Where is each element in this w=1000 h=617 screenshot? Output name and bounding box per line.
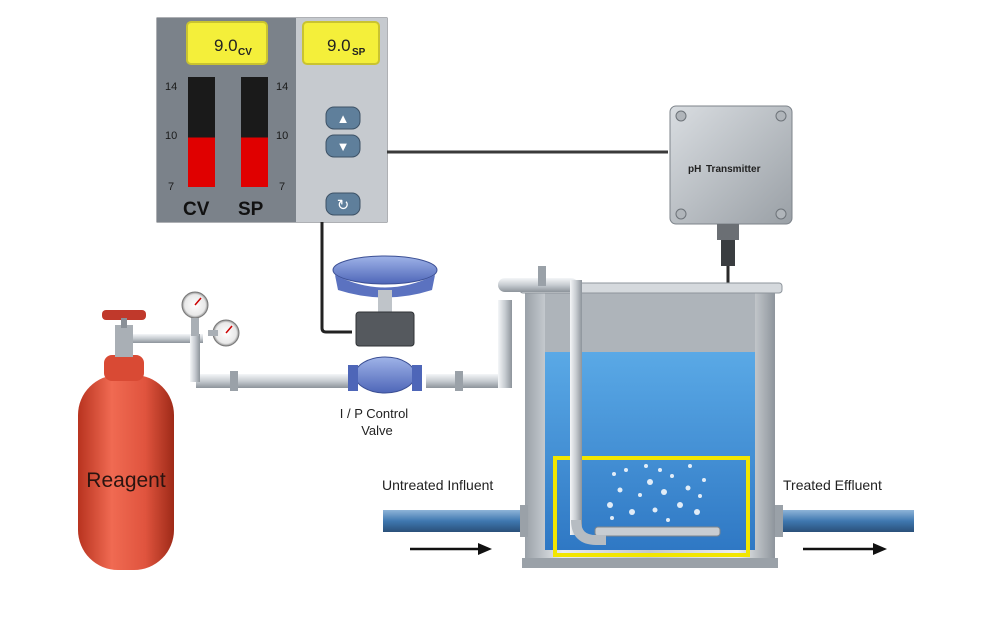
cv-bar-fill <box>188 137 215 187</box>
highlight-box <box>553 456 750 557</box>
pipe-segment <box>196 374 354 388</box>
down-button[interactable]: ▼ <box>325 134 361 158</box>
sp-bar-fill <box>241 137 268 187</box>
influent-flange <box>520 505 528 537</box>
control-valve[interactable] <box>332 255 438 394</box>
screw-icon <box>775 110 787 122</box>
reagent-pipe <box>196 266 606 545</box>
tank-base <box>522 558 778 568</box>
up-arrow-icon: ▲ <box>337 111 350 126</box>
scale-right-mid: 10 <box>276 130 288 142</box>
handwheel-icon <box>102 310 146 320</box>
reagent-cylinder: Reagent <box>78 291 240 570</box>
valve-flange-right <box>412 365 422 391</box>
sp-display-value: 9.0 <box>327 36 351 55</box>
cv-display-value: 9.0 <box>214 36 238 55</box>
regulator-pipe <box>133 334 203 343</box>
pipe-flange <box>230 371 238 391</box>
valve-actuator-diaphragm <box>335 275 435 298</box>
transmitter-connector <box>721 240 735 266</box>
diffuser-bar <box>594 526 721 537</box>
cv-display-sub: CV <box>238 47 252 58</box>
influent-arrow-icon <box>410 543 492 555</box>
cv-bar-label: CV <box>183 199 210 220</box>
sp-display <box>302 21 380 65</box>
up-button[interactable]: ▲ <box>325 106 361 130</box>
transmitter-label-ph: pH <box>688 164 701 175</box>
cylinder-body <box>78 375 174 570</box>
regulator-riser <box>190 334 200 382</box>
effluent-pipe <box>775 505 914 537</box>
sp-display-sub: SP <box>352 47 366 58</box>
cv-display <box>186 21 268 65</box>
down-arrow-icon: ▼ <box>337 139 350 154</box>
sp-bar-label: SP <box>238 199 264 220</box>
scale-left-mid: 10 <box>165 130 177 142</box>
transmitter-gland <box>717 224 739 240</box>
screw-icon <box>775 208 787 220</box>
scale-left-top: 14 <box>165 81 177 93</box>
cylinder-label: Reagent <box>86 469 166 492</box>
influent-label: Untreated Influent <box>382 477 493 493</box>
bubbles <box>607 464 706 522</box>
transmitter-label: Transmitter <box>706 164 761 175</box>
screw-icon <box>675 208 687 220</box>
valve-body <box>354 356 416 394</box>
scale-right-top: 14 <box>276 81 288 93</box>
cylinder-shoulder <box>104 355 144 381</box>
valve-signal-cable <box>320 222 352 334</box>
refresh-icon: ↻ <box>337 197 350 214</box>
refresh-button[interactable]: ↻ <box>325 192 361 216</box>
pipe-flange <box>538 266 546 286</box>
pipe-flange <box>455 371 463 391</box>
screw-icon <box>675 110 687 122</box>
effluent-pipe-body <box>778 510 914 532</box>
scale-left-bottom: 7 <box>168 181 174 193</box>
influent-pipe <box>383 505 528 537</box>
valve-flange-left <box>348 365 358 391</box>
handwheel-stem <box>121 318 127 328</box>
effluent-label: Treated Effluent <box>783 477 882 493</box>
ph-transmitter: pH Transmitter <box>669 105 793 500</box>
valve-label-line1: I / P Control <box>340 406 409 421</box>
scale-right-bottom: 7 <box>279 181 285 193</box>
pipe-riser <box>498 300 512 388</box>
controller-panel: 9.0 CV 9.0 SP 14 10 7 14 10 7 CV SP ▲ ▼ … <box>156 17 388 223</box>
valve-positioner <box>355 311 415 347</box>
treatment-tank <box>519 282 783 568</box>
valve-actuator-top <box>332 255 438 285</box>
pipe-bottom-elbow <box>571 519 606 545</box>
cylinder-valve <box>115 325 133 357</box>
effluent-arrow-icon <box>803 543 887 555</box>
effluent-flange <box>775 505 783 537</box>
influent-pipe-body <box>383 510 525 532</box>
pipe-downcomer <box>570 280 582 535</box>
valve-label-line2: Valve <box>361 423 393 438</box>
